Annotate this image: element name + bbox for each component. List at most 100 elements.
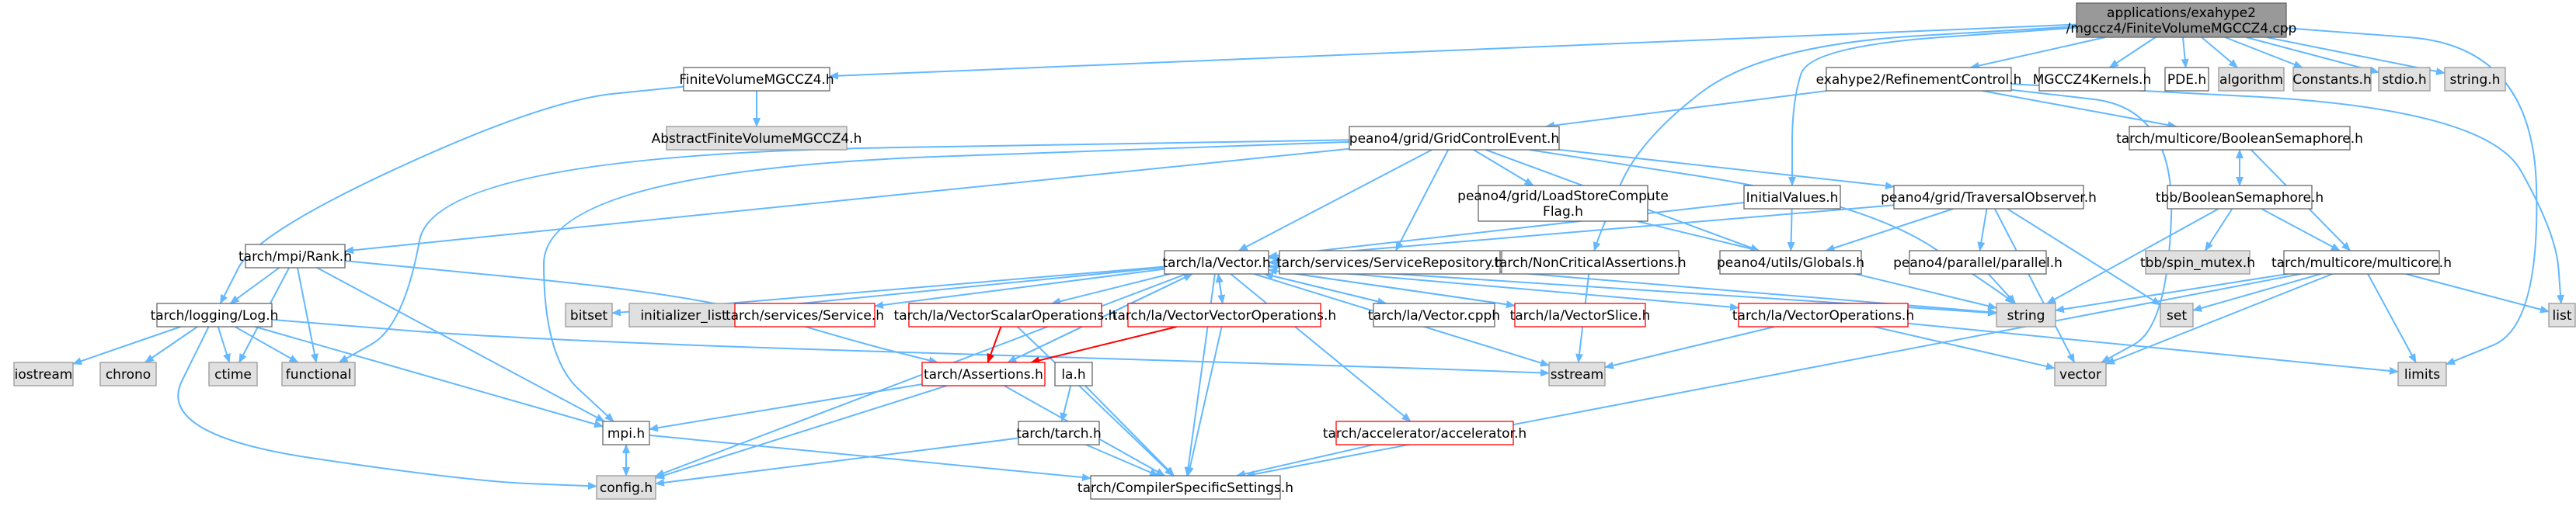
node-assertions[interactable]: tarch/Assertions.h (921, 362, 1046, 386)
node-stdio-label: stdio.h (2382, 72, 2426, 88)
node-mgk[interactable]: MGCCZ4Kernels.h (2033, 67, 2152, 92)
node-servrepo[interactable]: tarch/services/ServiceRepository.h (1276, 250, 1503, 275)
node-parallel[interactable]: peano4/parallel/parallel.h (1893, 250, 2063, 275)
edge-vso-to-assertions (987, 326, 1002, 363)
node-constants: Constants.h (2292, 67, 2372, 92)
node-root[interactable]: applications/exahype2/mgccz4/FiniteVolum… (2066, 2, 2297, 38)
edge-servrepo-to-string (1499, 270, 1997, 316)
node-rank[interactable]: tarch/mpi/Rank.h (238, 244, 352, 269)
node-boolsem-box (2129, 126, 2351, 151)
node-fvmh-box (683, 67, 830, 92)
node-limits: limits (2397, 362, 2447, 386)
edge-gce-to-lsc (1473, 149, 1534, 186)
node-stringh-label: string.h (2450, 72, 2501, 88)
node-pde[interactable]: PDE.h (2164, 67, 2209, 92)
node-spinmutex: tbb/spin_mutex.h (2140, 250, 2255, 275)
node-log[interactable]: tarch/logging/Log.h (151, 303, 279, 328)
edge-root-to-constants (2224, 36, 2303, 68)
edge-root-to-refine (1969, 36, 2106, 70)
edge-root-to-algorithm (2201, 36, 2239, 68)
node-tarchh[interactable]: tarch/tarch.h (1016, 421, 1102, 445)
node-lah[interactable]: la.h (1054, 362, 1093, 386)
node-globals[interactable]: peano4/utils/Globals.h (1717, 250, 1864, 275)
node-assertions-box (921, 362, 1046, 386)
node-multicore-label: tarch/multicore/multicore.h (2271, 255, 2452, 271)
node-limits-box (2397, 362, 2447, 386)
node-mpi[interactable]: mpi.h (602, 421, 650, 445)
node-iostream-label: iostream (15, 367, 73, 383)
node-service-box (734, 303, 875, 328)
node-afv: AbstractFiniteVolumeMGCCZ4.h (652, 126, 862, 151)
node-set: set (2160, 303, 2194, 328)
edge-travobs-to-set (2007, 208, 2161, 306)
node-vector-label: tarch/la/Vector.h (1162, 255, 1270, 271)
node-accel-label: tarch/accelerator/accelerator.h (1323, 426, 1526, 442)
node-root-label: /mgccz4/FiniteVolumeMGCCZ4.cpp (2066, 21, 2297, 36)
node-accel[interactable]: tarch/accelerator/accelerator.h (1323, 421, 1526, 445)
node-refine[interactable]: exahype2/RefinementControl.h (1816, 67, 2022, 92)
node-bitset-label: bitset (570, 308, 607, 324)
node-css[interactable]: tarch/CompilerSpecificSettings.h (1077, 475, 1293, 500)
edge-multicore-to-list (2405, 273, 2550, 314)
node-constants-label: Constants.h (2292, 72, 2371, 88)
node-lsc-box (1478, 185, 1648, 222)
node-initlist-label: initializer_list (640, 308, 727, 324)
node-lsc-label: Flag.h (1543, 204, 1583, 220)
edge-tbbbool-to-string (2046, 208, 2219, 304)
edge-vops-to-limits (1907, 322, 2399, 375)
node-servrepo-label: tarch/services/ServiceRepository.h (1276, 255, 1503, 271)
node-boolsem[interactable]: tarch/multicore/BooleanSemaphore.h (2116, 126, 2363, 151)
node-lsc-label: peano4/grid/LoadStoreCompute (1457, 189, 1669, 204)
node-list: list (2548, 303, 2576, 328)
node-string-label: string (2007, 308, 2045, 324)
node-stdvector-box (2054, 362, 2107, 386)
node-tbbbool[interactable]: tbb/BooleanSemaphore.h (2156, 185, 2324, 210)
node-spinmutex-label: tbb/spin_mutex.h (2140, 255, 2255, 271)
node-mpi-box (602, 421, 650, 445)
node-noncrit[interactable]: tarch/NonCriticalAssertions.h (1494, 250, 1687, 275)
node-service[interactable]: tarch/services/Service.h (726, 303, 884, 328)
node-noncrit-label: tarch/NonCriticalAssertions.h (1494, 255, 1686, 271)
node-vops[interactable]: tarch/la/VectorOperations.h (1732, 303, 1914, 328)
node-stdvector: vector (2054, 362, 2107, 386)
node-vvo[interactable]: tarch/la/VectorVectorOperations.h (1112, 303, 1336, 328)
node-lah-label: la.h (1061, 367, 1085, 383)
node-vslice[interactable]: tarch/la/VectorSlice.h (1510, 303, 1651, 328)
node-limits-label: limits (2404, 367, 2440, 383)
node-boolsem-label: tarch/multicore/BooleanSemaphore.h (2116, 131, 2363, 147)
node-initval[interactable]: InitialValues.h (1743, 185, 1841, 210)
node-parallel-label: peano4/parallel/parallel.h (1893, 255, 2063, 271)
node-sstream-label: sstream (1551, 367, 1603, 383)
node-vcpph[interactable]: tarch/la/Vector.cpph (1368, 303, 1500, 328)
edge-vector-to-service (874, 268, 1165, 310)
edge-root-to-pde (2181, 36, 2189, 68)
node-assertions-label: tarch/Assertions.h (924, 367, 1043, 383)
edge-gce-to-vector (1238, 149, 1432, 251)
edge-root-to-fvmh (829, 23, 2077, 80)
node-pde-label: PDE.h (2167, 72, 2206, 88)
node-multicore-box (2283, 250, 2440, 275)
node-gce[interactable]: peano4/grid/GridControlEvent.h (1349, 126, 1560, 151)
edge-vector-to-vso (1051, 273, 1171, 306)
edge-assertions-to-mpi (649, 383, 923, 432)
node-list-label: list (2553, 308, 2572, 324)
node-travobs[interactable]: peano4/grid/TraversalObserver.h (1881, 185, 2097, 210)
edge-parallel-to-string (1987, 273, 2017, 304)
node-list-box (2548, 303, 2576, 328)
node-fvmh[interactable]: FiniteVolumeMGCCZ4.h (679, 67, 834, 92)
edge-log-to-sstream (271, 318, 1550, 377)
node-refine-label: exahype2/RefinementControl.h (1816, 72, 2022, 88)
node-mpi-label: mpi.h (607, 426, 645, 442)
edge-tbbbool-to-multicore (2261, 208, 2341, 251)
node-root-label: applications/exahype2 (2107, 5, 2256, 21)
edge-vvo-to-assertions (1030, 326, 1178, 365)
node-multicore[interactable]: tarch/multicore/multicore.h (2271, 250, 2452, 275)
node-refine-box (1826, 67, 2012, 92)
edge-fvmh-to-log (219, 85, 684, 304)
node-vector[interactable]: tarch/la/Vector.h (1162, 250, 1271, 275)
node-vector-box (1164, 250, 1269, 275)
edge-accel-to-css (1236, 444, 1374, 478)
node-vso[interactable]: tarch/la/VectorScalarOperations.h (894, 303, 1117, 328)
